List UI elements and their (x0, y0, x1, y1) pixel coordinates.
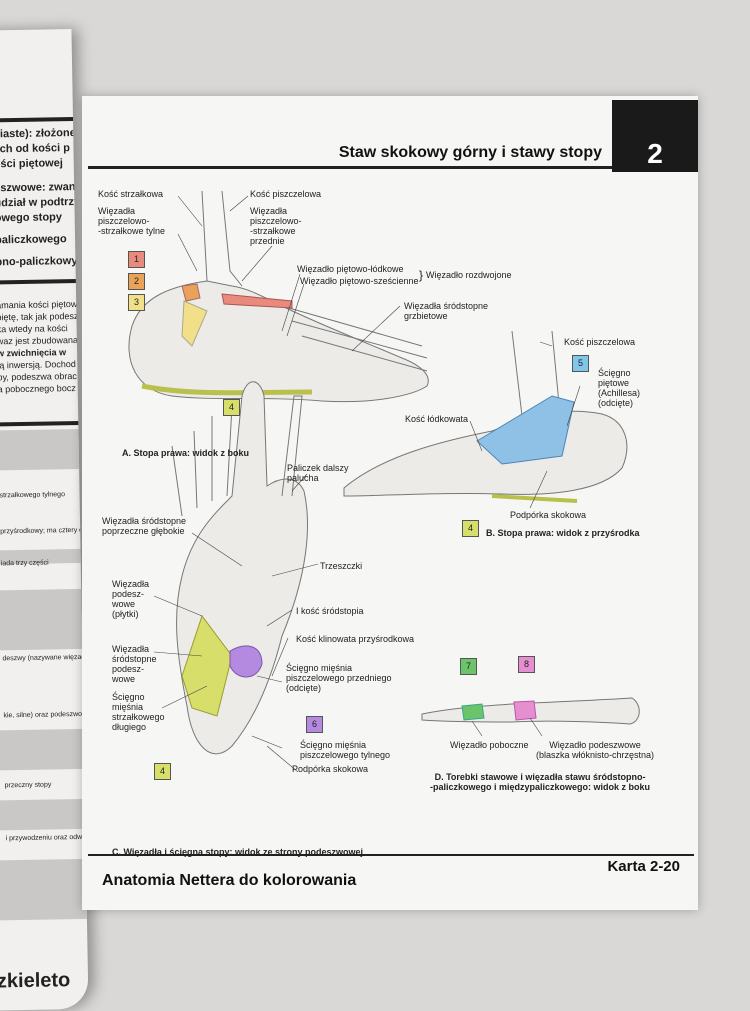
label-plantar-plate: Więzadło podeszwowe (blaszka włóknisto-c… (536, 740, 655, 760)
fibula-bone (201, 190, 208, 282)
divider (0, 420, 89, 428)
bottom-rule (88, 854, 694, 856)
chapter-number: 2 (612, 100, 698, 172)
number-box-3: 3 (128, 294, 145, 311)
table-header (0, 428, 89, 472)
table-row: kie, silne) oraz podeszwowe (3, 710, 89, 720)
left-snippet: w zwichnięcia w (0, 347, 67, 359)
left-snippet: niaste): złożone (0, 126, 76, 141)
table-row: przyśrodkowy; ma cztery części (0, 527, 88, 536)
left-snippet: owego stopy (0, 211, 63, 225)
left-snippet: py, podeszwa obrac (0, 370, 77, 383)
left-snippet: piętę, tak jak podesz (0, 310, 79, 323)
label-collateral: Więzadło poboczne (450, 740, 529, 750)
foot-outline-b (343, 410, 628, 497)
collateral-ligament-highlight (461, 703, 485, 721)
left-snippet: ości piętowej (0, 157, 63, 171)
number-box-2: 2 (128, 273, 145, 290)
label-sustentaculum-b: Podpórka skokowa (510, 510, 587, 520)
left-snippet: eszwowe: zwane (0, 180, 82, 195)
label-navicular: Kość łódkowata (405, 414, 469, 424)
table-row: i przywodzeniu oraz odwodzeniu (5, 833, 89, 843)
table-band (0, 588, 89, 652)
table-band (0, 858, 89, 921)
leader-lines (153, 195, 581, 773)
left-snippet: waz jest zbudowana (0, 334, 79, 347)
label-sesamoids: Trzeszczki (320, 561, 363, 571)
label-bifurcate: Więzadło rozdwojone (426, 270, 512, 280)
number-box-5: 5 (572, 355, 589, 372)
label-distal-phalanx: Paliczek dalszy palucha (287, 463, 349, 483)
table-row: strzałkowego tylnego (0, 491, 66, 500)
tibia-bone (221, 190, 243, 287)
title-rule (88, 166, 612, 169)
table-row: iada trzy części (0, 559, 49, 568)
divider (0, 278, 89, 286)
worksheet-page: Staw skokowy górny i stawy stopy 2 Kość … (82, 96, 698, 910)
label-deep-transverse: Więzadła śródstopne poprzeczne głębokie (102, 516, 187, 536)
label-dorsal-metatarsal: Więzadła śródstopne grzbietowe (404, 301, 489, 321)
label-medial-cuneiform: Kość klinowata przyśrodkowa (296, 634, 415, 644)
ligament-3-highlight (181, 300, 208, 347)
tibialis-posterior-highlight (229, 645, 263, 678)
label-sustentaculum-c: Podpórka skokowa (292, 764, 369, 774)
number-box-4: 4 (223, 399, 240, 416)
left-snippet: amania kości piętow (0, 298, 78, 311)
card-number: Karta 2-20 (607, 858, 680, 875)
left-snippet: ka wtedy na kości (0, 323, 68, 335)
brace: } (419, 268, 424, 282)
label-plantar-metatarsal: Więzadła śródstopne podesz- wowe (112, 644, 157, 684)
metatarsal-lines-c (171, 405, 233, 517)
caption-figure-a: A. Stopa prawa: widok z boku (122, 448, 250, 458)
page-title: Staw skokowy górny i stawy stopy (338, 144, 602, 161)
ligament-1-highlight (221, 293, 293, 309)
left-snippet: ych od kości p (0, 142, 71, 156)
caption-figure-c: C. Więzadła i ścięgna stopy: widok ze st… (112, 847, 363, 857)
table-band (0, 798, 89, 831)
label-ant-tibiofibular: Więzadła piszczelowo- -strzałkowe przedn… (250, 206, 302, 246)
number-box-1: 1 (128, 251, 145, 268)
left-snippet: pno-paliczkowy (0, 254, 78, 269)
label-fibula: Kość strzałkowa (98, 189, 164, 199)
book-title: Anatomia Nettera do kolorowania (102, 872, 357, 889)
metatarsal-lines (281, 305, 428, 372)
sole-tendon (141, 383, 313, 396)
label-calcaneocuboid: Więzadło piętowo-sześcienne (300, 276, 419, 286)
table-row: deszwy (nazywane więzadłem (2, 653, 89, 663)
label-first-metatarsal: I kość śródstopia (296, 606, 364, 616)
label-tibialis-posterior: Ścięgno mięśnia piszczelowego tylnego (300, 740, 391, 760)
left-page: niaste): złożone ych od kości p ości pię… (0, 29, 89, 1011)
label-calcaneonavicular: Więzadło piętowo-łódkowe (297, 264, 404, 274)
number-box-6: 6 (306, 716, 323, 733)
label-plantar-plates: Więzadła podesz- wowe (płytki) (112, 579, 150, 619)
label-tibia: Kość piszczelowa (250, 189, 322, 199)
hallux-c (281, 395, 303, 497)
caption-figure-d: D. Torebki stawowe i więzadła stawu śród… (430, 772, 651, 792)
tibia-bone-b (511, 330, 523, 417)
table-band (0, 728, 89, 772)
label-achilles: Ścięgno piętowe (Achillesa) (odcięte) (598, 368, 641, 408)
divider (0, 116, 89, 124)
deltoid-ligament-highlight (476, 395, 575, 465)
left-snippet: paliczkowego (0, 233, 67, 247)
caption-figure-b: B. Stopa prawa: widok z przyśrodka (486, 528, 640, 538)
label-tibia-b: Kość piszczelowa (564, 337, 636, 347)
label-tibialis-anterior: Ścięgno mięśnia piszczelowego przedniego… (286, 663, 392, 693)
label-post-tibiofibular: Więzadła piszczelowo- -strzałkowe tylne (98, 206, 166, 236)
table-row: przeczny stopy (4, 781, 52, 790)
number-box-7: 7 (460, 658, 477, 675)
peroneus-tendon-highlight (181, 614, 233, 717)
number-box-4c: 4 (154, 763, 171, 780)
left-snippet: a pobocznego bocz (0, 383, 76, 395)
ligament-2-highlight (181, 283, 201, 302)
left-snippet: udział w podtrzy (0, 195, 81, 210)
number-box-8: 8 (518, 656, 535, 673)
plantar-plate-highlight (513, 700, 537, 721)
left-bottom-text: d szkieleto (0, 969, 71, 993)
anatomy-illustrations (128, 190, 640, 773)
left-snippet: ją inwersją. Dochod (0, 359, 76, 371)
number-box-4b: 4 (462, 520, 479, 537)
foot-outline (128, 280, 429, 403)
label-peroneus-longus: Ścięgno mięśnia strzałkowego długiego (112, 692, 165, 732)
